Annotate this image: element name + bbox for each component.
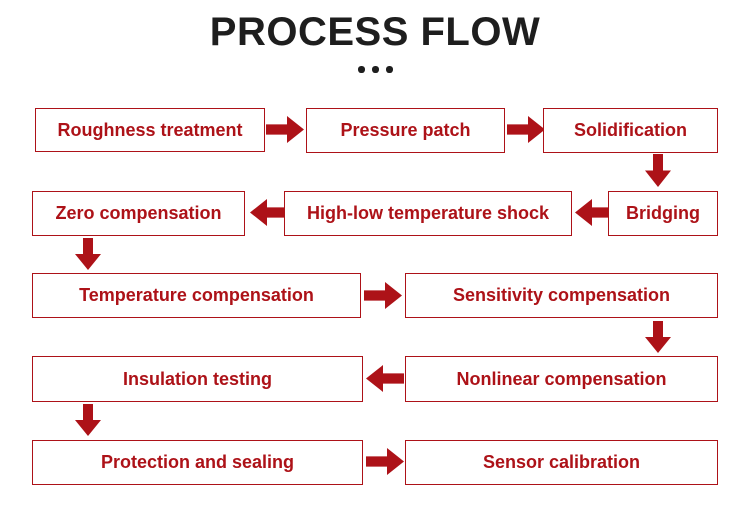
arrow-down-icon bbox=[73, 238, 103, 270]
arrow-down-icon bbox=[73, 404, 103, 436]
node-solidification: Solidification bbox=[543, 108, 718, 153]
arrow-left-icon bbox=[366, 364, 404, 393]
node-bridging: Bridging bbox=[608, 191, 718, 236]
node-high-low-temperature-shock: High-low temperature shock bbox=[284, 191, 572, 236]
arrow-left-icon bbox=[250, 198, 288, 227]
node-protection-and-sealing: Protection and sealing bbox=[32, 440, 363, 485]
node-roughness-treatment: Roughness treatment bbox=[35, 108, 265, 152]
arrow-left-icon bbox=[575, 198, 613, 227]
dot-icon bbox=[385, 66, 393, 73]
node-temperature-compensation: Temperature compensation bbox=[32, 273, 361, 318]
arrow-right-icon bbox=[364, 281, 402, 310]
arrow-right-icon bbox=[366, 447, 404, 476]
page-title: PROCESS FLOW bbox=[209, 10, 541, 54]
node-zero-compensation: Zero compensation bbox=[32, 191, 245, 236]
node-insulation-testing: Insulation testing bbox=[32, 356, 363, 402]
node-sensor-calibration: Sensor calibration bbox=[405, 440, 718, 485]
arrow-right-icon bbox=[266, 115, 304, 144]
node-sensitivity-compensation: Sensitivity compensation bbox=[405, 273, 718, 318]
node-nonlinear-compensation: Nonlinear compensation bbox=[405, 356, 718, 402]
title-dots bbox=[0, 66, 750, 73]
arrow-down-icon bbox=[643, 321, 673, 353]
arrow-down-icon bbox=[643, 154, 673, 187]
dot-icon bbox=[371, 66, 379, 73]
dot-icon bbox=[357, 66, 365, 73]
arrow-right-icon bbox=[507, 115, 545, 144]
node-pressure-patch: Pressure patch bbox=[306, 108, 505, 153]
